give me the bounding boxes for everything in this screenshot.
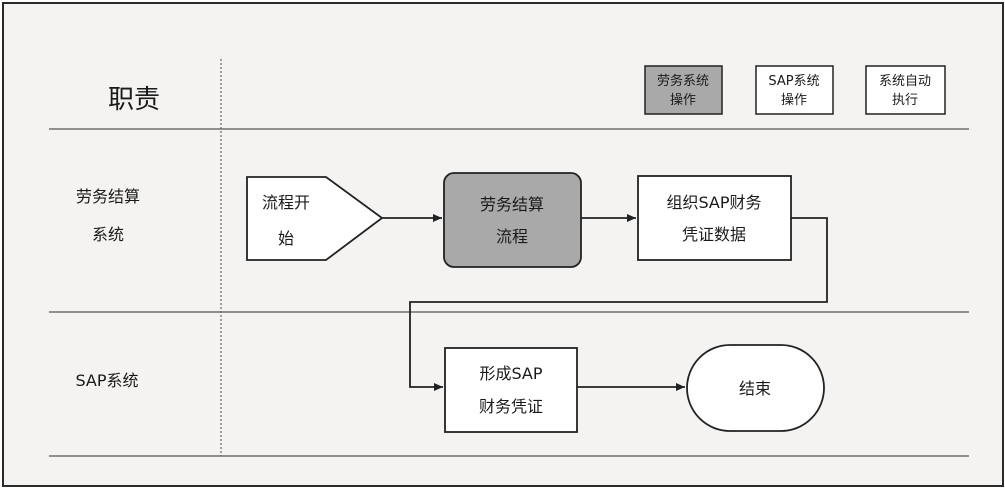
legend-sap-line1: SAP系统 — [768, 74, 819, 89]
end-node: 结束 — [686, 344, 825, 432]
organize-node-line2: 凭证数据 — [682, 225, 746, 244]
start-node-line1: 流程开 — [262, 193, 310, 212]
lane-settlement-line2: 系统 — [92, 225, 124, 244]
organize-voucher-node: 组织SAP财务 凭证数据 — [637, 175, 792, 261]
form-node-line2: 财务凭证 — [479, 397, 543, 416]
settlement-process-node: 劳务结算 流程 — [443, 172, 582, 268]
process-diagram: 职责 劳务系统 操作 SAP系统 操作 系统自动 执行 劳务结算 系统 SAP系… — [49, 59, 969, 457]
form-node-line1: 形成SAP — [479, 364, 542, 383]
legend-auto-line1: 系统自动 — [879, 74, 931, 89]
legend-sap-operation: SAP系统 操作 — [755, 65, 834, 115]
start-node: 流程开 始 — [246, 176, 384, 261]
legend-human-operation: 劳务系统 操作 — [644, 65, 723, 115]
settlement-node-line1: 劳务结算 — [480, 195, 544, 214]
form-voucher-node: 形成SAP 财务凭证 — [444, 347, 578, 433]
start-node-line2: 始 — [278, 229, 294, 248]
arrow-organize-to-form — [409, 217, 828, 391]
organize-node-line1: 组织SAP财务 — [666, 193, 761, 212]
settlement-node-line2: 流程 — [496, 227, 528, 246]
legend-human-line1: 劳务系统 — [657, 73, 709, 89]
legend-sap-line2: 操作 — [781, 92, 807, 108]
lane-settlement-line1: 劳务结算 — [76, 187, 140, 206]
responsibility-label: 职责 — [108, 85, 160, 115]
end-node-label: 结束 — [739, 379, 771, 398]
legend-auto-execution: 系统自动 执行 — [865, 65, 946, 115]
legend-auto-line2: 执行 — [892, 93, 918, 108]
legend-human-line2: 操作 — [670, 92, 696, 108]
lane-sap-label: SAP系统 — [75, 371, 138, 390]
